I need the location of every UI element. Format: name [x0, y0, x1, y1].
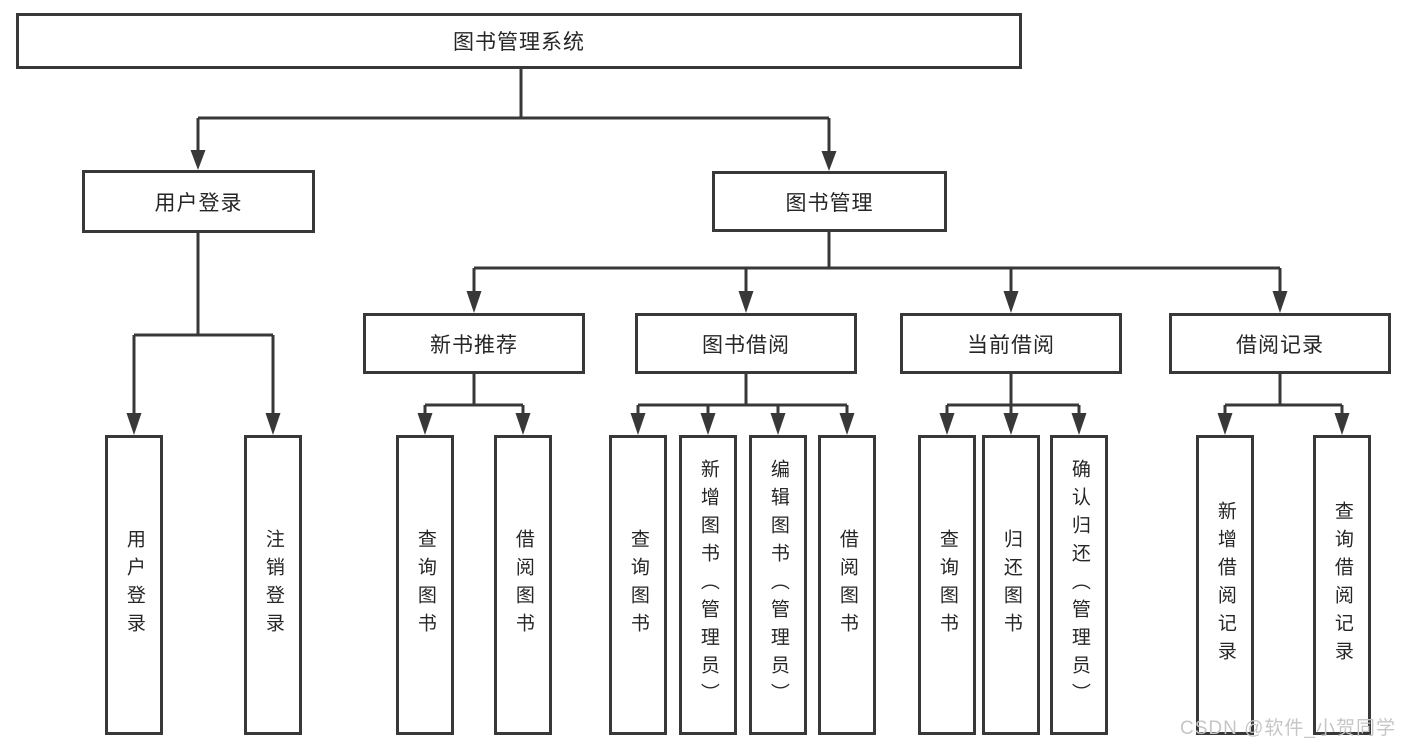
- node-label: 查询图书: [627, 529, 649, 641]
- node-label: 借阅图书: [836, 529, 858, 641]
- node-label: 注销登录: [262, 529, 284, 641]
- node-current-borrow: 当前借阅: [900, 313, 1122, 374]
- node-label: 查询图书: [936, 529, 958, 641]
- leaf-add-borrow-record: 新增借阅记录: [1196, 435, 1254, 735]
- leaf-logout: 注销登录: [244, 435, 302, 735]
- node-label: 确认归还（管理员）: [1068, 459, 1090, 711]
- node-label: 编辑图书（管理员）: [767, 459, 789, 711]
- leaf-edit-book-admin: 编辑图书（管理员）: [749, 435, 807, 735]
- leaf-borrow-books-recommend: 借阅图书: [494, 435, 552, 735]
- leaf-query-books-recommend: 查询图书: [396, 435, 454, 735]
- leaf-confirm-return-admin: 确认归还（管理员）: [1050, 435, 1108, 735]
- node-label: 当前借阅: [967, 333, 1055, 357]
- leaf-query-borrow-record: 查询借阅记录: [1313, 435, 1371, 735]
- node-user-login-branch: 用户登录: [82, 170, 315, 233]
- leaf-return-book: 归还图书: [982, 435, 1040, 735]
- node-label: 用户登录: [123, 529, 145, 641]
- leaf-add-book-admin: 新增图书（管理员）: [679, 435, 737, 735]
- node-label: 图书管理系统: [453, 31, 585, 54]
- node-label: 图书管理: [785, 191, 874, 215]
- node-label: 归还图书: [1000, 529, 1022, 641]
- node-label: 新书推荐: [430, 333, 518, 357]
- node-label: 借阅记录: [1236, 333, 1324, 357]
- node-label: 查询借阅记录: [1331, 501, 1353, 669]
- node-library-management-system: 图书管理系统: [16, 13, 1022, 69]
- node-label: 查询图书: [414, 529, 436, 641]
- node-label: 新增图书（管理员）: [697, 459, 719, 711]
- node-book-management: 图书管理: [712, 171, 947, 232]
- node-label: 借阅图书: [512, 529, 534, 641]
- node-label: 图书借阅: [702, 333, 790, 357]
- leaf-query-books-borrow: 查询图书: [609, 435, 667, 735]
- node-new-book-recommend: 新书推荐: [363, 313, 585, 374]
- node-label: 新增借阅记录: [1214, 501, 1236, 669]
- node-label: 用户登录: [154, 191, 243, 215]
- leaf-query-books-current: 查询图书: [918, 435, 976, 735]
- node-borrow-records: 借阅记录: [1169, 313, 1391, 374]
- leaf-user-login: 用户登录: [105, 435, 163, 735]
- node-book-borrow: 图书借阅: [635, 313, 857, 374]
- leaf-borrow-books-borrow: 借阅图书: [818, 435, 876, 735]
